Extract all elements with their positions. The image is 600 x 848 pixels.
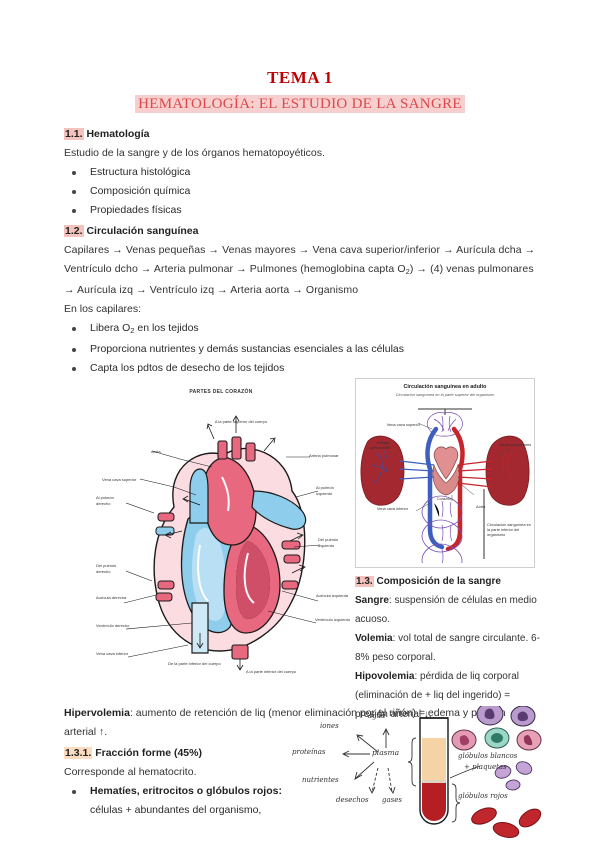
- list-item: Propiedades físicas: [64, 201, 536, 220]
- circ-label-arterias-pulmonares: Arterias pulmonares: [369, 440, 390, 450]
- circ-label-circulacion-inferior: Circulación sanguínea en la parte inferi…: [487, 522, 531, 537]
- section-1-3-title: Composición de la sangre: [376, 576, 501, 587]
- section-1-1-intro: Estudio de la sangre y de los órganos he…: [64, 147, 325, 159]
- heart-label-del-pulmon-derecho: Del pulmón derecho: [96, 563, 117, 574]
- hipervolemia-definition: Hipervolemia: aumento de retención de li…: [64, 704, 536, 742]
- section-1-3-1-heading: 1.3.1. Fracción forme (45%): [64, 743, 536, 763]
- list-item: Composición química: [64, 182, 536, 201]
- sangre-definition: Sangre: suspensión de células en medio a…: [355, 591, 540, 629]
- hipovolemia-definition: Hipovolemia: pérdida de liq corporal (el…: [355, 667, 540, 724]
- section-1-2-number: 1.2.: [64, 225, 84, 237]
- capilares-bullet-1-b: en los tejidos: [134, 322, 199, 334]
- sangre-text: : suspensión de células en medio acuoso.: [355, 595, 537, 625]
- heart-label-a-la-parte-inferior: A la parte inferior del cuerpo: [246, 669, 297, 674]
- sangre-label: Sangre: [355, 595, 389, 606]
- circ-label-corazon: Corazón: [436, 496, 452, 501]
- circ-label-vena-cava-inferior: Vena cava inferior: [376, 506, 408, 511]
- circulation-figure: Circulación sanguínea en adulto Circulac…: [355, 378, 535, 568]
- blood-label-gases: gases: [382, 796, 402, 804]
- blood-label-proteinas: proteínas: [292, 748, 326, 756]
- hipovolemia-text: : pérdida de liq corporal (eliminación d…: [355, 671, 519, 720]
- list-item: Estructura histológica: [64, 163, 536, 182]
- volemia-definition: Volemia: vol total de sangre circulante.…: [355, 629, 540, 667]
- heart-anatomy-figure: PARTES DEL CORAZÓN: [96, 384, 350, 684]
- section-1-3-heading: 1.3. Composición de la sangre: [355, 572, 540, 591]
- list-item: Proporciona nutrientes y demás sustancia…: [64, 340, 536, 359]
- heart-label-ventriculo-derecho: Ventrículo derecho: [96, 623, 130, 628]
- circulation-figure-subtitle: Circulación sanguínea en la parte superi…: [395, 392, 495, 397]
- heart-label-vena-cava-superior: Vena cava superior: [102, 477, 137, 482]
- capilares-bullet-1-a: Libera O: [90, 322, 131, 334]
- circulation-path-line-2: Ventrículo dcho → Arteria pulmonar → Pul…: [64, 260, 536, 281]
- section-1-2-heading: 1.2. Circulación sanguínea: [64, 221, 536, 241]
- hipovolemia-label: Hipovolemia: [355, 671, 415, 682]
- section-1-1-bullet-list: Estructura histológica Composición quími…: [64, 163, 536, 220]
- heart-label-auricula-izquierda: Aurícula izquierda: [316, 593, 349, 598]
- oxygen-subscript: 2: [130, 326, 135, 335]
- circulation-path-line-1: Capilares → Venas pequeñas → Venas mayor…: [64, 244, 536, 256]
- heart-figure-title: PARTES DEL CORAZÓN: [189, 389, 253, 395]
- page-subtitle: HEMATOLOGÍA: EL ESTUDIO DE LA SANGRE: [135, 95, 465, 113]
- page-subtitle-wrapper: HEMATOLOGÍA: EL ESTUDIO DE LA SANGRE: [0, 95, 600, 113]
- section-1-3-1-intro: Corresponde al hematocrito.: [64, 766, 197, 778]
- volemia-label: Volemia: [355, 633, 393, 644]
- heart-label-vena-cava-inferior: Vena cava inferior: [96, 651, 129, 656]
- section-1-3-1-bullet-list: Hematíes, eritrocitos o glóbulos rojos: …: [64, 782, 536, 820]
- hematies-detail: células + abundantes del organismo,: [90, 804, 262, 816]
- blood-composition-figure: iones agua proteínas plasma nutrientes d…: [292, 706, 544, 841]
- blood-label-globulos-rojos-1: glóbulos rojos: [458, 792, 508, 800]
- blood-label-agua: agua: [368, 712, 386, 720]
- figures-row: PARTES DEL CORAZÓN: [0, 378, 600, 720]
- list-item: Libera O2 en los tejidos: [64, 319, 536, 340]
- capilares-intro: En los capilares:: [64, 303, 142, 315]
- heart-label-al-pulmon-izquierdo: Al pulmón izquierdo: [316, 485, 334, 496]
- section-1-3-number: 1.3.: [355, 576, 374, 587]
- heart-label-auricula-derecha: Aurícula derecha: [96, 595, 127, 600]
- blood-composition-illustration: [341, 706, 542, 838]
- hipervolemia-text: : aumento de retención de liq (menor eli…: [64, 707, 506, 738]
- circulation-figure-title: Circulación sanguínea en adulto: [403, 384, 487, 390]
- heart-illustration: [123, 415, 321, 671]
- oxygen-subscript: 2: [405, 267, 410, 276]
- list-item: Capta los pdtos de desecho de los tejido…: [64, 359, 536, 378]
- section-1-1-title: Hematología: [86, 128, 150, 140]
- circ-label-aorta: Aorta: [476, 504, 486, 509]
- section-1-3-column: 1.3. Composición de la sangre Sangre: su…: [355, 572, 540, 724]
- circulation-illustration: [360, 408, 530, 563]
- heart-label-al-pulmon-derecho: Al pulmón derecho: [96, 495, 114, 506]
- body-text-area: 1.1. Hematología Estudio de la sangre y …: [0, 124, 600, 378]
- section-1-2-title: Circulación sanguínea: [86, 225, 199, 237]
- heart-figure-canvas: Aorta Vena cava superior A la parte supe…: [96, 395, 350, 677]
- heart-label-aorta: Aorta: [151, 449, 161, 454]
- heart-label-a-parte-superior: A la parte superior del cuerpo: [214, 419, 268, 424]
- list-item: Hematíes, eritrocitos o glóbulos rojos: …: [64, 782, 536, 820]
- blood-label-nutrientes: nutrientes: [302, 776, 339, 784]
- page-title: TEMA 1: [267, 68, 333, 87]
- section-1-3-1-number: 1.3.1.: [64, 747, 93, 759]
- section-1-1-heading: 1.1. Hematología: [64, 124, 536, 144]
- hipervolemia-label: Hipervolemia: [64, 707, 130, 719]
- heart-label-del-pulmon-izquierdo: Del pulmón izquierdo: [318, 537, 339, 548]
- circulation-path-line-3: → Aurícula izq → Ventrículo izq → Arteri…: [64, 284, 359, 296]
- blood-label-desechos: desechos: [336, 796, 369, 804]
- blood-label-plasma: plasma: [372, 748, 400, 757]
- lower-text-area: Hipervolemia: aumento de retención de li…: [0, 704, 600, 820]
- blood-label-iones: iones: [320, 722, 339, 730]
- blood-label-plaquetas: + plaquetas: [464, 763, 507, 771]
- volemia-text: : vol total de sangre circulante. 6-8% p…: [355, 633, 540, 663]
- blood-label-globulos-blancos: glóbulos blancos: [458, 752, 518, 760]
- section-1-1-number: 1.1.: [64, 128, 84, 140]
- section-1-3-1-title: Fracción forme (45%): [95, 747, 202, 759]
- circulation-path-line-2-a: Ventrículo dcho → Arteria pulmonar → Pul…: [64, 263, 406, 275]
- heart-label-de-la-parte-inferior: De la parte inferior del cuerpo: [168, 661, 221, 666]
- circulation-path-line-2-b: ) → (4) venas pulmonares: [409, 263, 534, 275]
- circ-label-venas-pulmonares: Venas pulmonares: [499, 442, 532, 447]
- hematies-label: Hematíes, eritrocitos o glóbulos rojos:: [90, 785, 282, 797]
- capilares-bullet-list: Libera O2 en los tejidos Proporciona nut…: [64, 319, 536, 378]
- heart-label-arteria-pulmonar: Arteria pulmonar: [309, 453, 339, 458]
- circ-label-vena-cava-superior: Vena cava superior: [386, 422, 420, 427]
- heart-label-ventriculo-izquierdo: Ventrículo izquierdo: [315, 617, 351, 622]
